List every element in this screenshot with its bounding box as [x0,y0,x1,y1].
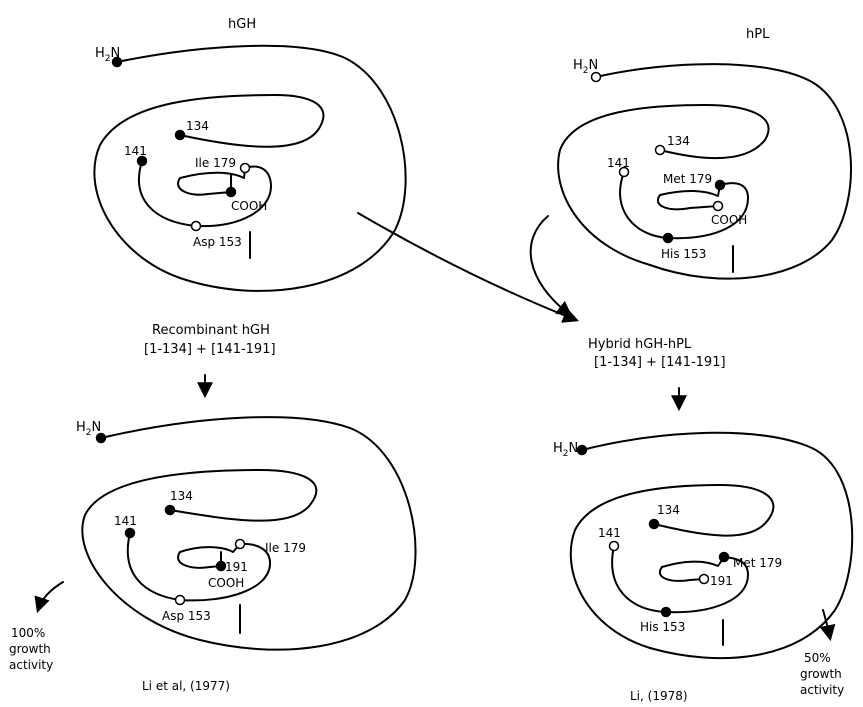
recombinant-title: Recombinant hGH [152,323,270,338]
recombinant-label-179: Ile 179 [265,541,306,555]
hpl-title: hPL [746,27,770,42]
hpl-label-134: 134 [667,134,690,148]
hybrid-activity-growth: growth [800,667,842,681]
hpl-label-cooh: COOH [711,213,747,227]
hpl-residue-153 [662,232,674,244]
recombinant-label-134: 134 [170,489,193,503]
hgh-residue-179 [239,162,251,174]
hgh-label-153: Asp 153 [193,235,242,249]
recombinant-residue-141 [124,527,136,539]
recombinant-label-191: 191 [225,560,248,574]
hpl-n-terminal-residue [590,71,602,83]
arrow-hgh-to-hybrid [357,212,579,323]
hybrid-structure: H2N 134 141 Met 179 191 His 153 50% grow… [553,431,854,703]
recombinant-residue-179 [234,538,246,550]
hgh-label-179: Ile 179 [195,156,236,170]
recombinant-n-terminus: H2N [76,420,101,438]
hybrid-fragments: [1-134] + [141-191] [594,355,726,370]
hpl-residue-134 [654,144,666,156]
hgh-residue-153 [190,220,202,232]
hybrid-residue-141 [608,540,620,552]
hpl-chain [557,63,852,280]
hgh-n-terminus: H2N [95,46,120,64]
recombinant-residue-134 [164,504,176,516]
hgh-structure: hGH H2N 134 141 Ile 179 COOH Asp 153 [93,17,407,292]
hybrid-citation: Li, (1978) [630,689,688,703]
hpl-residue-141 [618,166,630,178]
hgh-label-cooh: COOH [231,199,267,213]
hgh-segment-141-cooh [138,160,273,228]
hgh-title: hGH [228,17,256,32]
hybrid-n-terminal-residue [576,444,588,456]
hybrid-label-179: Met 179 [733,556,782,570]
recombinant-activity-growth: growth [9,642,51,656]
recombinant-residue-153 [174,594,186,606]
hgh-n-terminal-residue [111,56,123,68]
hybrid-chain [569,431,854,660]
hpl-label-179: Met 179 [663,172,712,186]
hybrid-residue-191 [698,573,710,585]
hpl-n-terminus: H2N [573,58,598,76]
recombinant-fragments: [1-134] + [141-191] [144,342,276,357]
recombinant-label-153: Asp 153 [162,609,211,623]
hybrid-label-153: His 153 [640,620,685,634]
hybrid-n-terminus: H2N [553,441,578,459]
hgh-residue-134 [174,129,186,141]
hybrid-residue-134 [648,518,660,530]
hybrid-label-134: 134 [657,503,680,517]
hpl-residue-179 [714,179,726,191]
hgh-chain [93,44,407,292]
hybrid-activity-arrow [819,609,836,642]
recombinant-n-terminal-residue [95,432,107,444]
hybrid-title: Hybrid hGH-hPL [588,337,692,352]
arrow-hpl-to-hybrid [529,215,573,317]
hgh-label-141: 141 [124,144,147,158]
recombinant-activity-word: activity [9,658,53,672]
hgh-residue-141 [136,155,148,167]
hgh-residue-c-terminal [225,186,237,198]
recombinant-segment-141-191 [126,532,272,602]
hybrid-activity-percent: 50% [804,651,831,665]
recombinant-label-cooh: COOH [208,576,244,590]
recombinant-label-141: 141 [114,514,137,528]
recombinant-activity-percent: 100% [11,626,45,640]
recombinant-residue-191 [215,560,227,572]
hpl-structure: hPL H2N 134 141 Met 179 COOH His 153 [557,27,852,280]
hpl-residue-c-terminal [712,200,724,212]
hybrid-residue-153 [660,606,672,618]
hpl-label-153: His 153 [661,247,706,261]
hybrid-label-141: 141 [598,526,621,540]
hpl-label-141: 141 [607,156,630,170]
recombinant-structure: H2N 134 141 Ile 179 191 COOH Asp 153 100… [9,416,417,693]
hybrid-label-191: 191 [710,574,733,588]
hybrid-activity-word: activity [800,683,844,697]
recombinant-activity-arrow [34,581,64,614]
recombinant-chain [81,416,417,651]
recombinant-citation: Li et al, (1977) [142,679,230,693]
hybrid-residue-179 [718,551,730,563]
hgh-label-134: 134 [186,119,209,133]
